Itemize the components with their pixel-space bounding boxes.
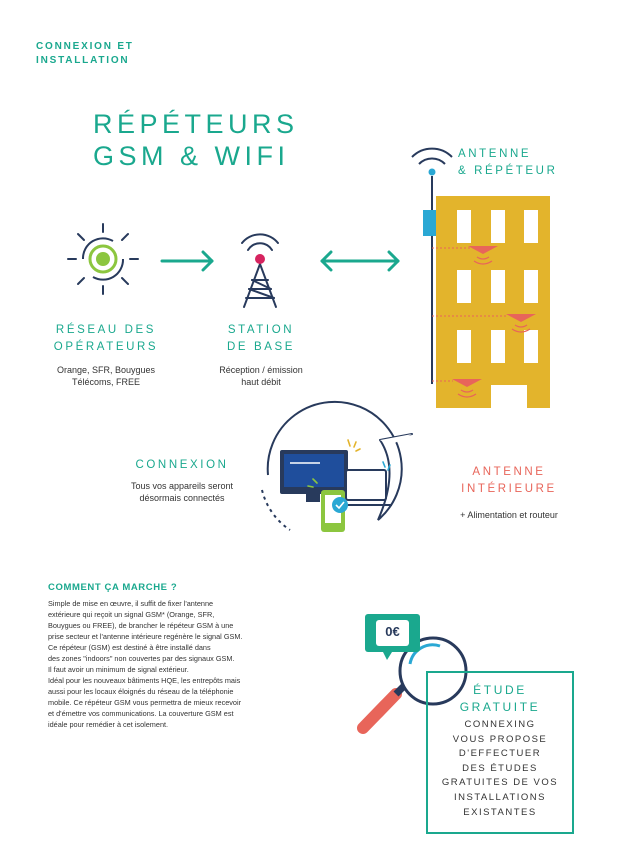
indoor-antenna-title: ANTENNE INTÉRIEURE (461, 466, 557, 495)
page-title: RÉPÉTEURS GSM & WIFI (93, 109, 299, 171)
station-desc: Réception / émission haut débit (219, 365, 303, 387)
devices-bubble (261, 400, 413, 532)
indoor-antenna-desc: + Alimentation et routeur (460, 510, 558, 520)
operators-title: RÉSEAU DES OPÉRATEURS (53, 324, 159, 353)
repeater-box-icon (423, 210, 437, 236)
section-label: CONNEXION ET INSTALLATION (36, 41, 134, 66)
how-it-works-body: Simple de mise en œuvre, il suffit de fi… (48, 599, 243, 729)
connexion-desc: Tous vos appareils seront désormais conn… (130, 481, 234, 503)
indoor-antenna-icon (506, 314, 536, 333)
laptop-icon (345, 469, 387, 501)
chat-bubble-icon (332, 497, 348, 513)
connexion-title: CONNEXION (135, 459, 229, 471)
indoor-antenna-icon (468, 246, 498, 265)
free-study-box (426, 671, 574, 834)
operator-network-icon (67, 223, 139, 295)
free-study-title: ÉTUDE GRATUITE (459, 683, 541, 714)
base-station-tower-icon (241, 233, 279, 308)
operators-desc: Orange, SFR, Bouygues Télécoms, FREE (56, 365, 156, 387)
indoor-antenna-icon (452, 379, 482, 398)
free-study-body: CONNEXING VOUS PROPOSE D'EFFECTUER DES É… (441, 719, 559, 818)
antenna-mast (411, 147, 453, 384)
antenna-title: ANTENNE & RÉPÉTEUR (458, 148, 558, 177)
price-tag (365, 614, 420, 660)
price-tag-label: 0€ (385, 624, 400, 639)
building-illustration (432, 196, 550, 408)
how-it-works-title: COMMENT ÇA MARCHE ? (48, 582, 178, 593)
double-arrow-icon (320, 250, 400, 272)
station-title: STATION DE BASE (226, 324, 296, 353)
arrow-right-icon (160, 250, 214, 272)
